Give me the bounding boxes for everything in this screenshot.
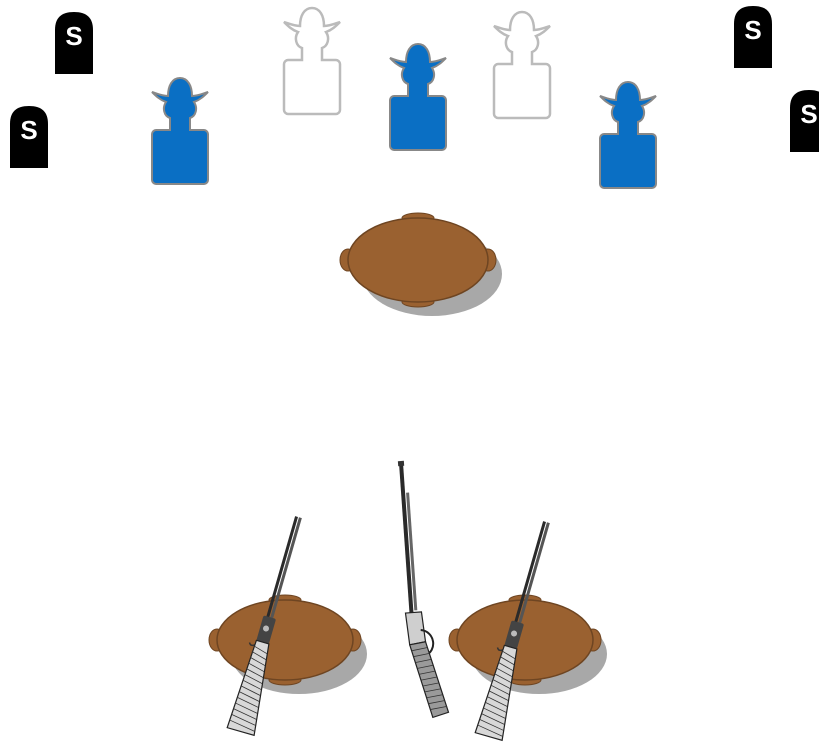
table-center-table <box>340 213 502 316</box>
steel-target-label: S <box>744 15 761 45</box>
cowboy-target-3-outline <box>494 12 550 118</box>
cowboy-target-1-outline <box>284 8 340 114</box>
steel-target-1: S <box>55 12 93 74</box>
table-left-shotgun-table <box>209 595 367 694</box>
steel-target-3: S <box>734 6 772 68</box>
steel-target-4: S <box>790 90 819 152</box>
steel-target-label: S <box>65 21 82 51</box>
table-right-shotgun-table <box>449 595 607 694</box>
steel-target-2: S <box>10 106 48 168</box>
steel-target-label: S <box>800 99 817 129</box>
rifle-icon <box>395 459 449 719</box>
steel-target-label: S <box>20 115 37 145</box>
cowboy-target-2-filled <box>390 44 446 150</box>
cowboy-target-5-filled <box>600 82 656 188</box>
cowboy-target-4-filled <box>152 78 208 184</box>
